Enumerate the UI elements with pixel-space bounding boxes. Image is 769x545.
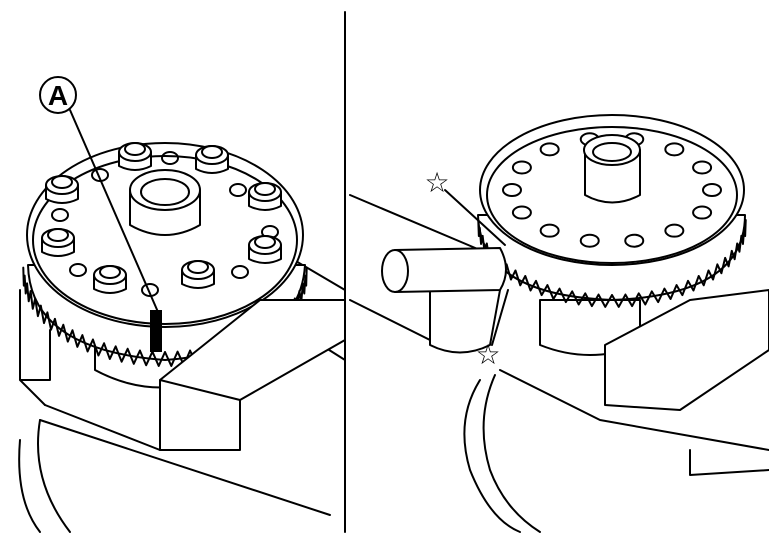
star-mark-upper: ☆	[424, 166, 449, 199]
bolt-icon	[41, 228, 75, 257]
housing-lines	[349, 194, 481, 346]
tool-base	[429, 279, 501, 354]
carrier-hole	[692, 160, 713, 175]
housing-edge	[19, 289, 51, 406]
carrier-hole	[539, 223, 560, 238]
ring-gear-rim	[32, 155, 298, 325]
housing-curve	[18, 419, 71, 533]
ring-gear-bolts	[41, 142, 282, 294]
carrier-hole	[539, 142, 560, 157]
bolt-icon	[118, 142, 152, 171]
callout-circle	[39, 76, 77, 114]
star-leader-2	[491, 289, 509, 346]
support-block-right	[604, 289, 769, 411]
bolt-icon	[45, 175, 79, 204]
carrier-hole	[664, 223, 685, 238]
left-panel: A	[18, 76, 346, 533]
support-block	[159, 299, 346, 451]
bolt-icon	[248, 182, 282, 211]
star-mark-lower: ☆	[475, 338, 500, 371]
carrier-hole	[624, 233, 645, 248]
pin-tool	[394, 247, 507, 293]
housing-edge-right	[499, 369, 769, 476]
bolt-icon	[181, 260, 215, 289]
callout-leader	[69, 109, 159, 313]
bolt-icon	[93, 265, 127, 294]
carrier-hole	[692, 205, 713, 220]
star-leader-1	[444, 189, 506, 246]
bolt-icon	[248, 235, 282, 264]
housing-curve-right	[463, 374, 541, 533]
carrier-hole	[511, 160, 532, 175]
carrier-hole	[664, 142, 685, 157]
alignment-mark	[150, 310, 162, 352]
carrier-hole	[511, 205, 532, 220]
bolt-icon	[195, 145, 229, 174]
callout-label-a: A	[48, 80, 68, 111]
carrier-holes-right	[502, 132, 722, 248]
carrier-hole	[702, 183, 722, 197]
right-panel: ☆ ☆	[349, 114, 769, 533]
carrier-hole	[579, 233, 600, 248]
carrier-hole	[502, 183, 522, 197]
base-plate	[39, 404, 331, 516]
